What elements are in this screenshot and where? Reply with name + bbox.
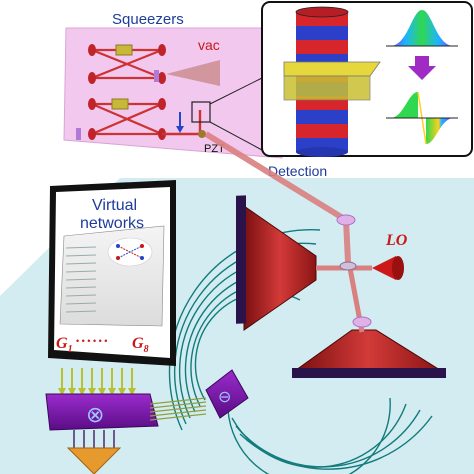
beam-splitter (76, 128, 81, 140)
horn-detector-lower (292, 329, 446, 378)
combining-beamsplitter (339, 261, 357, 271)
fiber-bundle (149, 397, 207, 421)
vacuum-cone (166, 60, 220, 86)
g-dots: • • • • • • (76, 336, 107, 346)
cavity-mirror (88, 128, 96, 140)
minus-symbol: ⊖ (218, 389, 231, 406)
multiplier-block: ⊗ (45, 393, 159, 431)
blue-arrow-head (176, 126, 184, 133)
vac-label: vac (198, 37, 220, 53)
detection-label: Detection (268, 163, 327, 179)
homodyne-detector-inset (261, 1, 473, 157)
graph-state-thumbnail (107, 237, 153, 267)
virtual-network-screen: Virtual networks G1 • • • • • • G8 (48, 180, 176, 366)
squeezers-label: Squeezers (112, 11, 184, 28)
input-arrowheads (58, 388, 136, 396)
inset-connector (209, 77, 263, 105)
lo-label: LO (385, 232, 408, 249)
squeezer-panel: Squeezers vac PZT (63, 11, 283, 159)
detector-slab (283, 61, 381, 77)
inset-connector (209, 121, 263, 151)
purple-down-arrow-icon (408, 56, 436, 80)
cavity-mirror (158, 72, 166, 84)
nonlinear-crystal (115, 44, 133, 56)
browser-sidebar-lines (65, 246, 97, 313)
cavity-mirror (88, 72, 96, 84)
multiply-symbol: ⊗ (86, 402, 104, 427)
subtractor-block: ⊖ (205, 369, 249, 419)
g1-label: G1 (56, 335, 73, 355)
cavity-mirror (158, 98, 166, 110)
g8-label: G8 (132, 335, 149, 355)
virtual-label: Virtual (92, 197, 137, 214)
horn-detector-upper (236, 195, 317, 331)
output-funnel-icon (66, 447, 122, 474)
detector-slab-face (283, 75, 371, 101)
pzt-mount (198, 130, 206, 138)
networks-label: networks (80, 215, 144, 232)
cavity-mirror (88, 98, 96, 110)
gaussian-wavepacket-icon (386, 10, 458, 47)
derivative-wavepacket-icon (386, 91, 458, 145)
cavity-mirror (88, 44, 96, 56)
beam-splitter (154, 70, 159, 82)
nonlinear-crystal (111, 98, 129, 110)
output-arrows (73, 430, 115, 448)
lower-bowtie-cavity (91, 102, 163, 136)
pzt-label: PZT (204, 143, 225, 155)
steering-mirror (336, 214, 356, 226)
cavity-mirror (158, 44, 166, 56)
inset-focus-box (191, 101, 211, 123)
local-oscillator-icon (372, 256, 404, 280)
lower-mirror (352, 316, 372, 328)
network-browser-window (59, 225, 165, 327)
